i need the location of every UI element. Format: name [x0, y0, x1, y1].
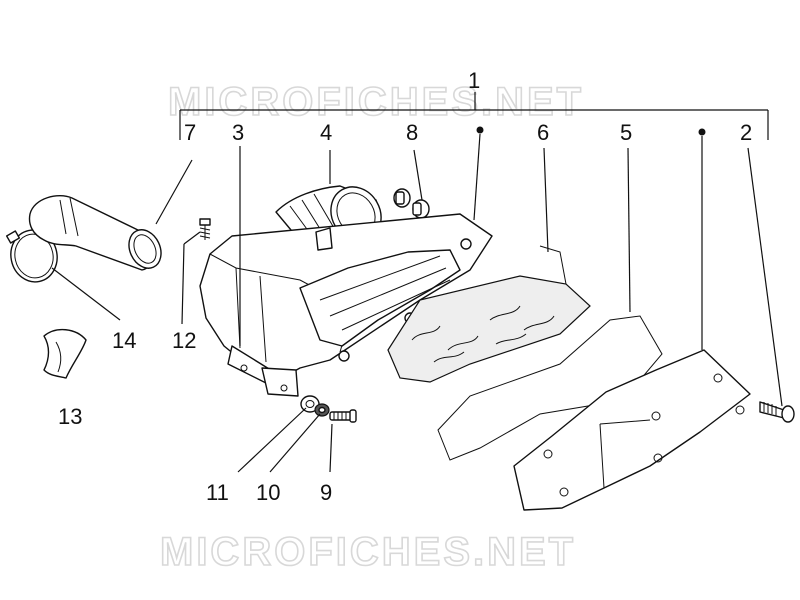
callout-14: 14: [112, 328, 136, 353]
part-13-sleeve: [43, 329, 87, 379]
callout-11: 11: [206, 480, 229, 505]
callout-6: 6: [537, 120, 549, 145]
callout-8: 8: [406, 120, 418, 145]
callout-4: 4: [320, 120, 332, 145]
callout-3: 3: [232, 120, 244, 145]
part-5-gasket: [437, 315, 663, 461]
callout-10: 10: [256, 480, 280, 505]
part-7-intake-elbow: [28, 195, 162, 271]
bullet-marker-1: [476, 126, 484, 134]
part-14-clamp: [5, 229, 58, 283]
part-6-foam-filter: [387, 245, 591, 383]
part-8-grommets: [393, 188, 430, 219]
watermark-bottom: MICROFICHES.NET: [160, 530, 576, 574]
callout-13: 13: [58, 404, 82, 429]
callout-9: 9: [320, 480, 332, 505]
part-1-cover-plate: [513, 349, 751, 511]
part-12-screw: [199, 218, 211, 240]
callout-5: 5: [620, 120, 632, 145]
callout-12: 12: [172, 328, 196, 353]
callouts: 1 7 3 4 8 6 5 2 14 12 13 11 10 9: [58, 68, 752, 505]
part-9-bolt: [329, 409, 357, 423]
watermark-top: MICROFICHES.NET: [168, 80, 584, 124]
bullet-marker-2: [698, 128, 706, 136]
callout-2: 2: [740, 120, 752, 145]
assembly-bracket: [179, 92, 769, 140]
part-10-washer: [314, 403, 330, 417]
callout-1: 1: [468, 68, 480, 93]
leader-lines: [51, 126, 783, 473]
callout-7: 7: [184, 120, 196, 145]
part-3-air-box-housing: [199, 213, 493, 397]
part-2-cover-screw: [759, 401, 795, 423]
